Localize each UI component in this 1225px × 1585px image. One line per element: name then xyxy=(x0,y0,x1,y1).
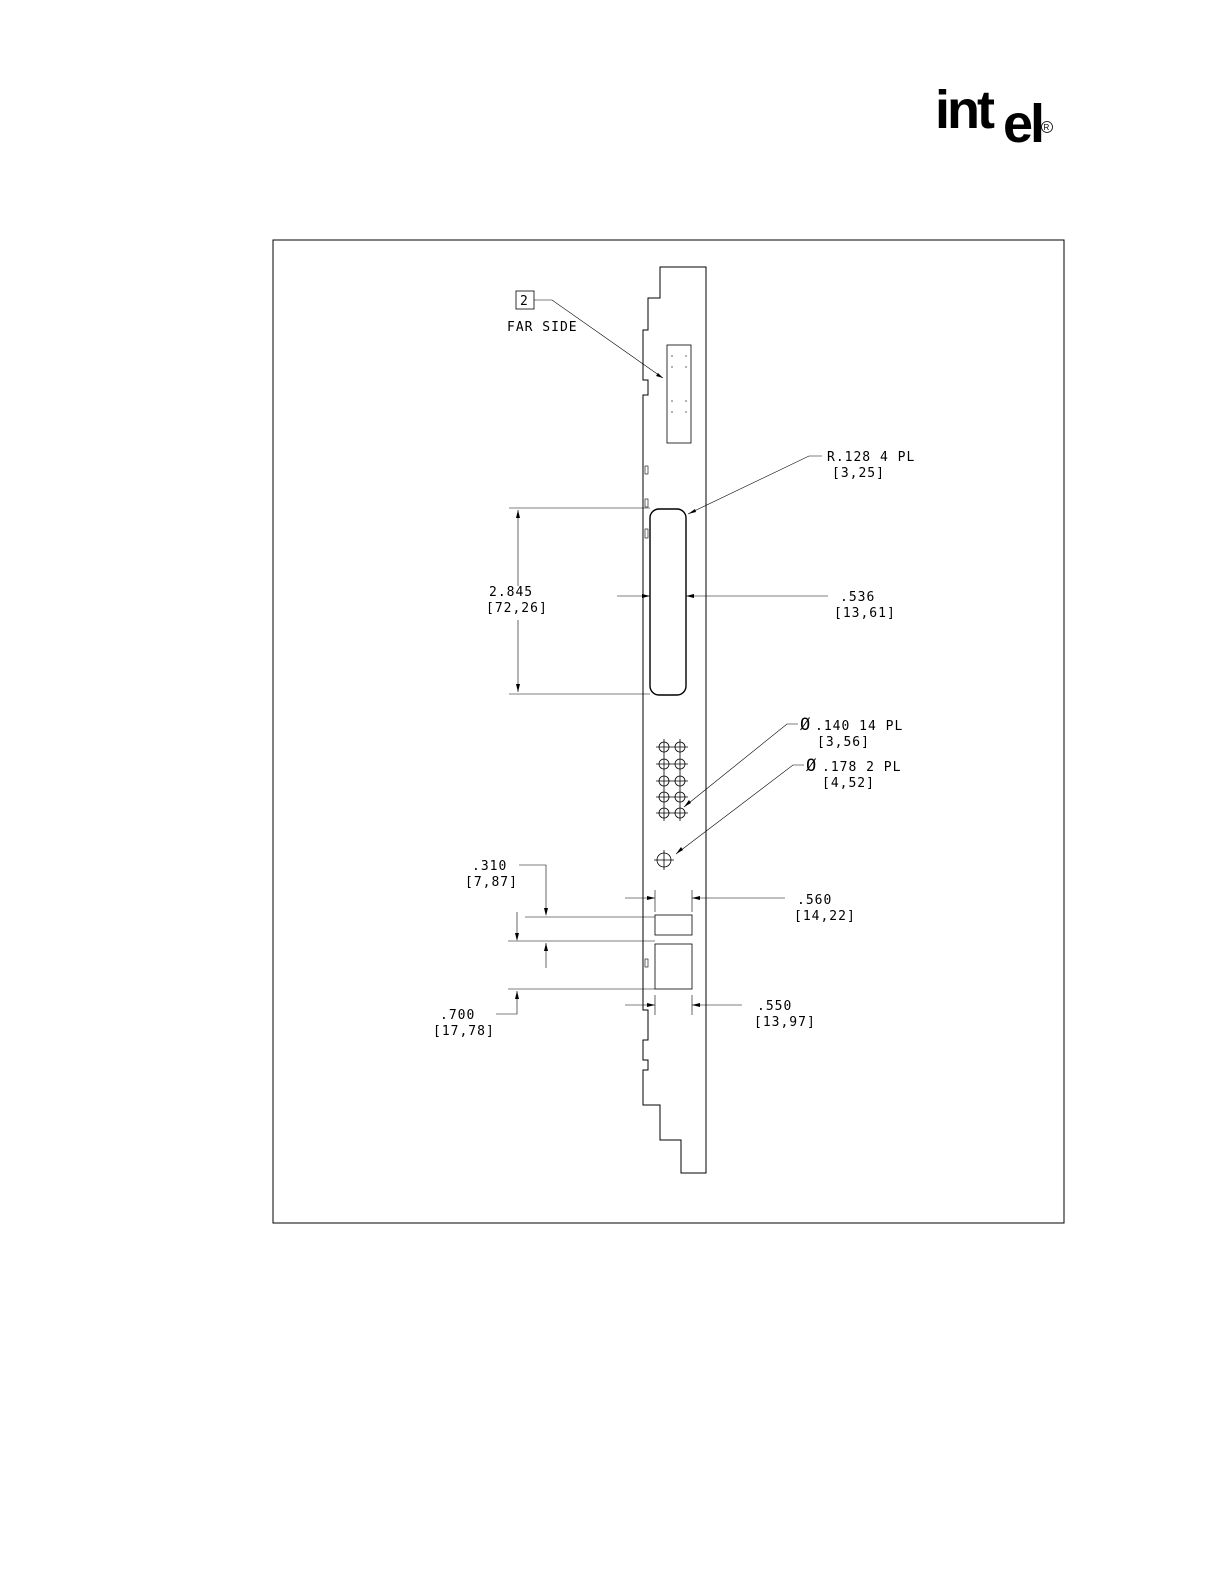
dim-560-metric-label: [14,22] xyxy=(794,909,856,924)
dim-700-metric-label: [17,78] xyxy=(433,1024,495,1039)
hole-small-leader xyxy=(684,724,798,807)
edge-mark xyxy=(645,499,648,507)
dim-700-arrow xyxy=(515,991,519,999)
dim-700-leader xyxy=(496,991,517,1014)
hole-large-label: .178 2 PL xyxy=(822,760,901,775)
width-arrow-right xyxy=(686,594,694,598)
radius-arrow xyxy=(688,509,696,514)
dim-310-arrow-lower xyxy=(544,943,548,951)
edge-mark xyxy=(645,466,648,474)
note-number: 2 xyxy=(520,294,529,309)
large-hole xyxy=(654,850,674,870)
width-metric-label: [13,61] xyxy=(834,606,896,621)
hole-large-metric-label: [4,52] xyxy=(822,776,875,791)
height-arrow-top xyxy=(516,510,520,518)
edge-mark xyxy=(645,959,648,967)
far-side-leader xyxy=(534,300,663,378)
dim-560-arrow-left xyxy=(647,896,655,900)
radius-label: R.128 4 PL xyxy=(827,450,915,465)
dim-550-metric-label: [13,97] xyxy=(754,1015,816,1030)
upper-slot-dots xyxy=(672,355,686,413)
height-label: 2.845 xyxy=(489,585,533,600)
dim-560-label: .560 xyxy=(797,893,832,908)
edge-mark xyxy=(645,529,648,538)
hole-small-arrow xyxy=(684,800,691,807)
upper-slot xyxy=(667,345,691,443)
width-arrow-left xyxy=(642,594,650,598)
diameter-symbol-small: Ø xyxy=(800,715,811,735)
far-side-label: FAR SIDE xyxy=(507,320,578,335)
lower-rect-small xyxy=(655,915,692,935)
height-metric-label: [72,26] xyxy=(486,601,548,616)
dim-310-leader xyxy=(519,865,546,914)
lower-rect-large xyxy=(655,944,692,989)
drawing-frame xyxy=(273,240,1064,1223)
hole-large-arrow xyxy=(676,847,683,854)
radius-metric-label: [3,25] xyxy=(832,466,885,481)
hole-grid xyxy=(656,739,688,821)
dim-310-metric-label: [7,87] xyxy=(465,875,518,890)
hole-small-metric-label: [3,56] xyxy=(817,735,870,750)
card-outline xyxy=(643,267,706,1173)
width-label: .536 xyxy=(840,590,875,605)
hole-small-label: .140 14 PL xyxy=(815,719,903,734)
dim-550-arrow-right xyxy=(692,1003,700,1007)
dim-560-arrow-right xyxy=(692,896,700,900)
hole-large-leader xyxy=(676,765,804,854)
height-arrow-bottom xyxy=(516,684,520,692)
dim-550-label: .550 xyxy=(757,999,792,1014)
dim-310-side-arrow xyxy=(515,933,519,941)
dim-310-label: .310 xyxy=(472,859,507,874)
main-cutout xyxy=(650,509,686,695)
dim-700-label: .700 xyxy=(440,1008,475,1023)
radius-leader xyxy=(688,456,822,514)
diameter-symbol-large: Ø xyxy=(806,756,817,776)
dim-550-arrow-left xyxy=(647,1003,655,1007)
dim-310-arrow xyxy=(544,908,548,916)
